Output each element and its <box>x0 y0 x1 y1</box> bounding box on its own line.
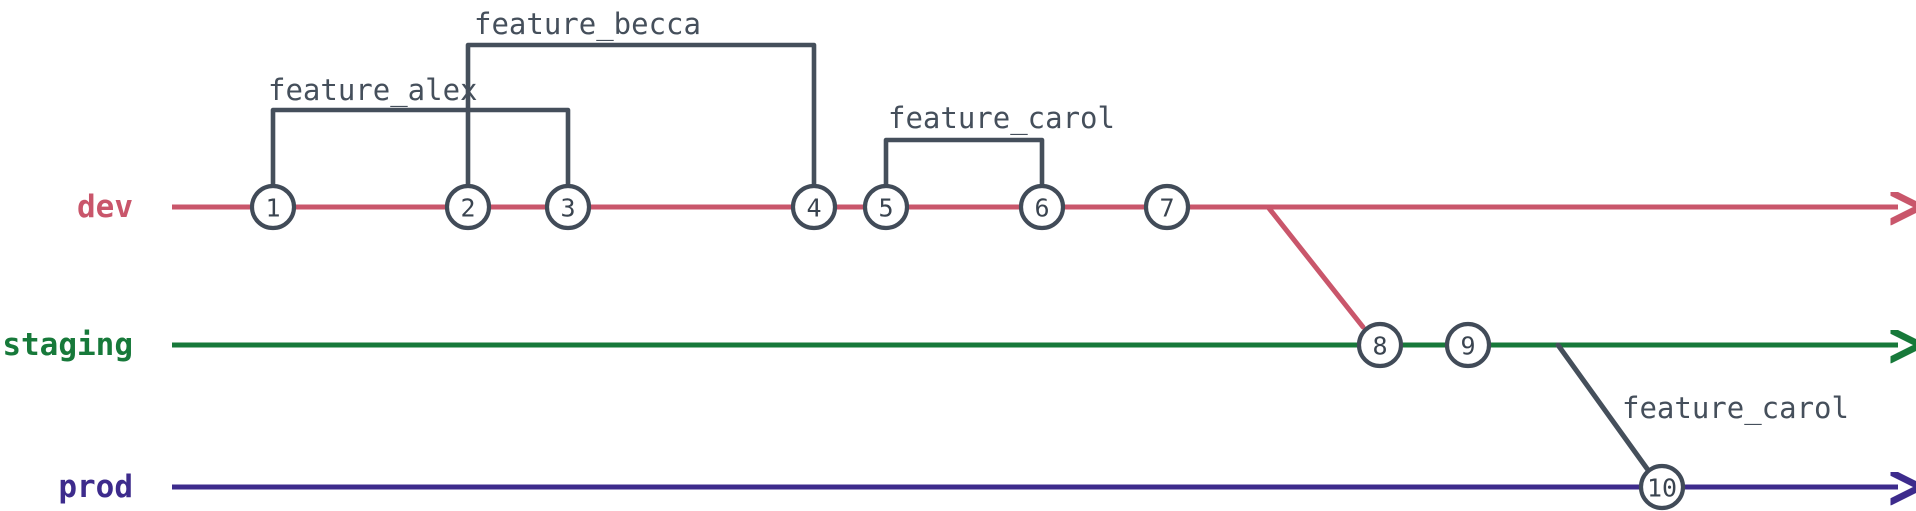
commit-node-1[interactable]: 1 <box>249 183 297 231</box>
commit-circle-7[interactable] <box>1143 183 1191 231</box>
feature-bracket-feature_becca: feature_becca <box>465 7 817 189</box>
feature_alex-bracket-path <box>270 107 571 189</box>
branch-line-dev-group: dev <box>77 189 1898 225</box>
feature_becca-bracket-path <box>465 42 817 189</box>
feature_becca-label: feature_becca <box>474 7 701 42</box>
commit-node-layer: 1 2 3 4 5 6 7 8 9 10 <box>249 183 1686 511</box>
commit-label-1: 1 <box>265 194 280 223</box>
commit-node-3[interactable]: 3 <box>544 183 592 231</box>
merge-line-staging-to-prod <box>1555 342 1651 473</box>
branch-label-staging: staging <box>2 327 133 363</box>
commit-node-8[interactable]: 8 <box>1356 321 1404 369</box>
branch-line-staging-group: staging <box>2 327 1898 363</box>
commit-label-9: 9 <box>1460 332 1475 361</box>
commit-circle-4[interactable] <box>790 183 838 231</box>
merge-line-dev-to-staging <box>1265 204 1366 330</box>
commit-node-2[interactable]: 2 <box>444 183 492 231</box>
commit-label-3: 3 <box>560 194 575 223</box>
commit-circle-5[interactable] <box>862 183 910 231</box>
commit-label-6: 6 <box>1034 194 1049 223</box>
commit-label-4: 4 <box>806 194 821 223</box>
commit-label-2: 2 <box>460 194 475 223</box>
commit-node-6[interactable]: 6 <box>1018 183 1066 231</box>
commit-node-5[interactable]: 5 <box>862 183 910 231</box>
feature-bracket-feature_alex: feature_alex <box>268 73 571 189</box>
feature_carol-label: feature_carol <box>888 101 1115 136</box>
feature_carol-bracket-path <box>883 137 1045 189</box>
commit-label-8: 8 <box>1372 332 1387 361</box>
commit-circle-2[interactable] <box>444 183 492 231</box>
merge-label-feature_carol: feature_carol <box>1622 391 1849 426</box>
commit-circle-6[interactable] <box>1018 183 1066 231</box>
commit-node-7[interactable]: 7 <box>1143 183 1191 231</box>
branch-label-dev: dev <box>77 189 133 225</box>
commit-circle-1[interactable] <box>249 183 297 231</box>
commit-label-5: 5 <box>878 194 893 223</box>
feature-bracket-feature_carol: feature_carol <box>883 101 1115 189</box>
commit-circle-8[interactable] <box>1356 321 1404 369</box>
commit-circle-9[interactable] <box>1444 321 1492 369</box>
feature_alex-label: feature_alex <box>268 73 478 108</box>
commit-node-9[interactable]: 9 <box>1444 321 1492 369</box>
branch-label-prod: prod <box>58 469 133 505</box>
merge-edge-staging-to-prod-feature-carol: feature_carol <box>1555 342 1849 473</box>
merge-edge-dev-to-staging-merge <box>1265 204 1366 330</box>
commit-circle-3[interactable] <box>544 183 592 231</box>
commit-node-10[interactable]: 10 <box>1638 463 1686 511</box>
commit-node-4[interactable]: 4 <box>790 183 838 231</box>
branch-line-prod-group: prod <box>58 469 1898 505</box>
commit-circle-10[interactable] <box>1638 463 1686 511</box>
commit-label-7: 7 <box>1159 194 1174 223</box>
commit-label-10: 10 <box>1647 474 1677 503</box>
